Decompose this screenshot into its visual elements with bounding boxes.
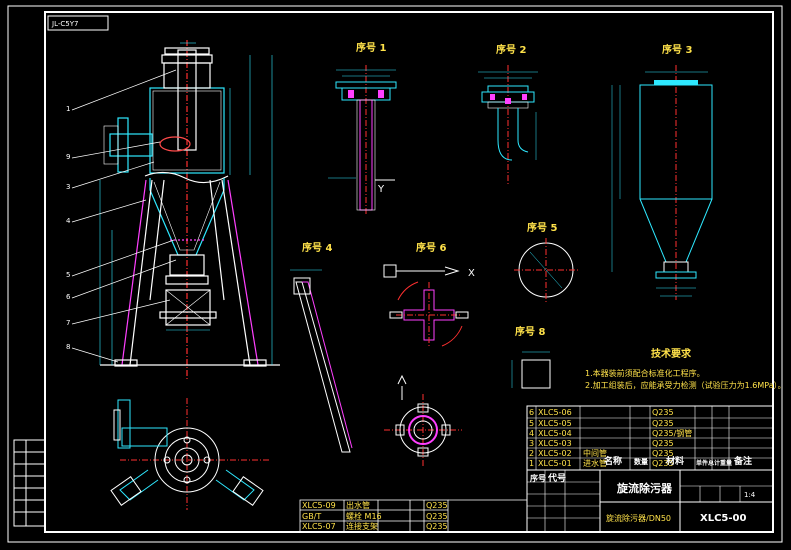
lower-bom-lines: [299, 499, 527, 533]
part6-title: 序号 6: [416, 243, 447, 254]
bom-cell: 中间管: [583, 449, 607, 458]
drawing-title: 旋流除污器: [617, 482, 672, 495]
bom-cell: XLC5-06: [538, 408, 572, 417]
bom-cell: 2: [529, 449, 535, 458]
lower-bom-cell: 螺栓 M16: [346, 512, 382, 521]
bom-cell: Q235: [652, 419, 674, 428]
part3-title: 序号 3: [662, 45, 693, 56]
part2-title: 序号 2: [496, 45, 527, 56]
part8-drawing: [511, 351, 551, 389]
balloon-leaders: [71, 69, 177, 363]
bom-cell: Q235: [652, 449, 674, 458]
part4-drawing: [290, 269, 353, 453]
bom-header-name: 名称: [604, 457, 623, 467]
svg-text:Y: Y: [377, 184, 385, 195]
balloon-4: 4: [66, 217, 71, 225]
bom-cell: Q235: [652, 459, 674, 468]
border-tag: JL-C5Y7: [52, 20, 79, 28]
bom-header-no: 序号: [530, 474, 546, 483]
balloon-7: 7: [66, 319, 71, 327]
bom-cell: XLC5-02: [538, 449, 572, 458]
bom-cell: 3: [529, 439, 535, 448]
bom-cell: XLC5-05: [538, 419, 572, 428]
part8-title: 序号 8: [515, 327, 546, 338]
balloon-8: 8: [66, 343, 71, 351]
balloon-6: 6: [66, 293, 71, 301]
outer-frame: [7, 5, 783, 543]
part3-drawing: [611, 65, 713, 300]
part2-drawing: [478, 65, 538, 185]
bom-cell: Q235: [652, 439, 674, 448]
lower-bom-cell: 连接支架: [346, 522, 378, 531]
bom-cell: Q235/钢管: [652, 429, 693, 438]
drawing-scale: 1:4: [744, 491, 756, 499]
tech-req-item: 2.加工组装后，应能承受力检测（试验压力为1.6MPa）。: [585, 381, 786, 390]
bom-cell: XLC5-03: [538, 439, 572, 448]
bom-header-remark: 备注: [734, 457, 753, 467]
lower-bom-cell: Q235: [426, 512, 448, 521]
lower-bom-cell: XLC5-07: [302, 522, 336, 531]
part7-drawing: [384, 374, 462, 466]
lower-bom-cell: GB/T: [302, 512, 322, 521]
tech-req-item: 1.本器装前须配合标准化工程序。: [585, 369, 705, 378]
part4-title: 序号 4: [302, 243, 333, 254]
main-dimensions: [99, 42, 273, 365]
part6-drawing: X: [383, 264, 475, 348]
bom-cell: 1: [529, 459, 535, 468]
bom-cell: 4: [529, 429, 535, 438]
lower-bom-cell: XLC5-09: [302, 501, 336, 510]
bom-cell: 6: [529, 408, 535, 417]
drawing-subtitle: 旋流除污器/DN50: [606, 514, 672, 523]
lower-bom-cell: Q235: [426, 522, 448, 531]
bom-table-lines: [526, 405, 774, 533]
part5-drawing: [514, 238, 578, 302]
bom-cell: 5: [529, 419, 535, 428]
plan-view: [110, 398, 270, 510]
bom-header-material: 材料: [666, 457, 685, 467]
bom-header-code: 代号: [548, 474, 567, 484]
left-margin-table: [13, 439, 46, 527]
part1-title: 序号 1: [356, 43, 387, 54]
bom-header-weight: 单件总计重量: [696, 460, 733, 467]
lower-bom-cell: Q235: [426, 501, 448, 510]
balloon-5: 5: [66, 271, 71, 279]
lower-bom-cell: 出水管: [346, 501, 370, 510]
part5-title: 序号 5: [527, 223, 558, 234]
bom-cell: XLC5-01: [538, 459, 572, 468]
svg-text:X: X: [468, 268, 475, 279]
bom-header-qty: 数量: [634, 458, 648, 466]
balloon-9: 9: [66, 153, 71, 161]
drawing-number: XLC5-00: [700, 513, 747, 524]
bom-cell: 进水管: [583, 459, 607, 468]
bom-cell: XLC5-04: [538, 429, 572, 438]
part1-drawing: Y: [328, 65, 397, 215]
balloon-1: 1: [66, 105, 71, 113]
bom-cell: Q235: [652, 408, 674, 417]
tech-req-title: 技术要求: [651, 349, 691, 360]
balloon-3: 3: [66, 183, 71, 191]
